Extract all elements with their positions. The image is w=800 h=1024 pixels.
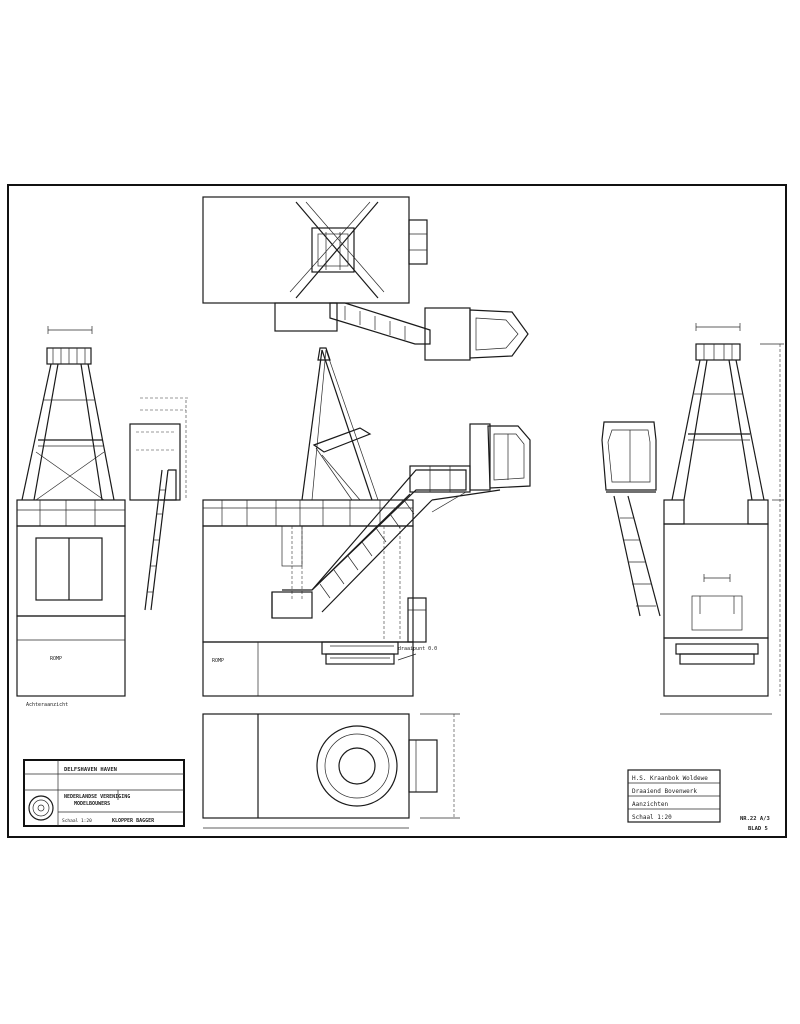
vessel-name: DELFSHAVEN HAVEN [64,767,117,773]
sheet-number-line1: NR.22 A/3 [740,816,770,822]
label-panel [627,769,721,823]
label-line-1: H.S. Kraanbok Woldewe [632,775,708,782]
center-side-view [202,347,531,697]
org-line1: NEDERLANDSE VERENIGING [64,794,130,800]
label-line-4: Schaal 1:20 [632,814,672,821]
title-block [23,759,185,827]
right-front-view [601,323,784,715]
association-seal-icon [28,795,54,821]
bottom-plan-view [202,713,460,829]
side-dim-note: draaipunt 0.0 [398,646,437,652]
title-scale: Schaal 1:20 [62,818,92,824]
hull-label: ROMP [50,656,62,662]
label-line-2: Draaiend Bovenwerk [632,788,697,795]
label-line-3: Aanzichten [632,801,669,808]
left-rear-view [16,326,190,697]
sheet-number-line2: BLAD 5 [748,826,768,832]
org-line2: MODELBOUWERS [74,801,110,807]
top-plan-view [202,196,529,361]
base-label: ROMP [212,658,224,664]
drawing-border [7,184,787,838]
left-view-caption: Achteraanzicht [26,702,68,708]
drawing-title: KLOPPER BAGGER [112,818,155,824]
